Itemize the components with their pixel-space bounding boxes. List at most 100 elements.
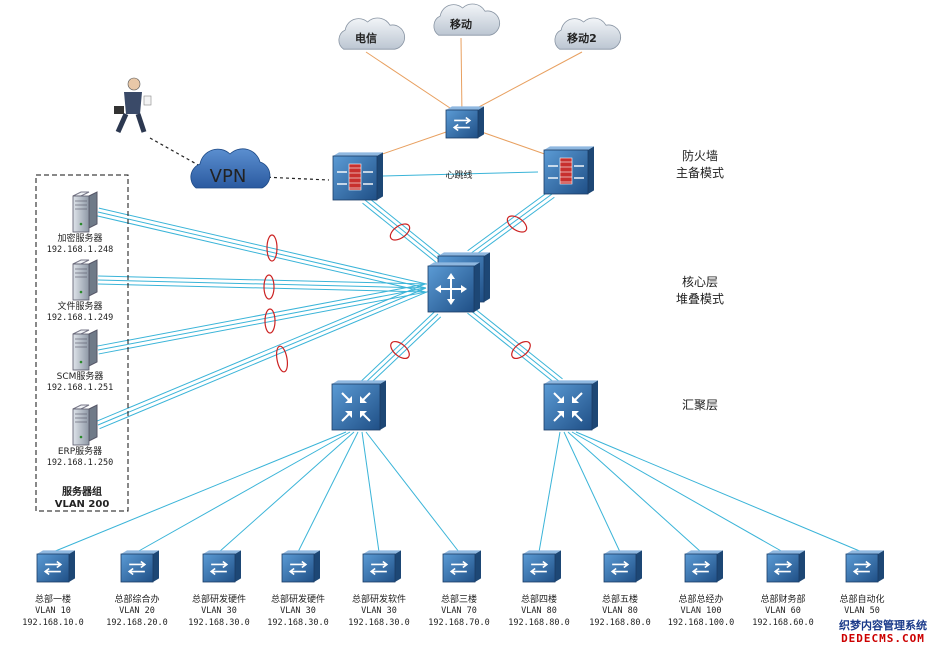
access-switch-vlan: VLAN 60	[765, 606, 801, 616]
access-switch-ip: 192.168.20.0	[106, 618, 167, 628]
access-link	[218, 431, 355, 553]
aggregation-switch-icon	[543, 380, 598, 431]
cloud-label: 电信	[355, 31, 377, 45]
access-switch-icon	[442, 550, 481, 583]
access-switch-vlan: VLAN 30	[280, 606, 316, 616]
access-switch-icon	[120, 550, 159, 583]
aggregation-switch-icon	[331, 380, 386, 431]
access-switch-ip: 192.168.70.0	[428, 618, 489, 628]
access-link	[52, 431, 347, 553]
server-group-box	[35, 174, 129, 512]
access-switch-name: 总部财务部	[760, 593, 805, 605]
heartbeat-link	[382, 171, 539, 177]
vpn-label: VPN	[210, 166, 247, 187]
access-switch-icon	[281, 550, 320, 583]
server-trunk	[96, 207, 428, 293]
firewall-primary-icon	[332, 152, 383, 201]
server-ip: 192.168.1.248	[47, 245, 114, 255]
access-switch-ip: 192.168.10.0	[22, 618, 83, 628]
access-switch-name: 总部综合办	[114, 593, 159, 605]
server-icon	[72, 404, 98, 446]
access-switch-vlan: VLAN 100	[681, 606, 722, 616]
server-icon	[72, 259, 98, 301]
access-link	[538, 431, 561, 553]
server-ip: 192.168.1.249	[47, 313, 114, 323]
access-switch-ip: 192.168.80.0	[508, 618, 569, 628]
server-group-title: 服务器组	[62, 485, 102, 498]
isp-link	[460, 37, 463, 117]
access-switch-icon	[603, 550, 642, 583]
server-icon	[72, 329, 98, 371]
access-switch-vlan: VLAN 80	[521, 606, 557, 616]
access-switch-name: 总部研发硬件	[271, 593, 325, 605]
lag-marker	[264, 308, 276, 334]
access-link	[361, 431, 380, 553]
access-switch-vlan: VLAN 50	[844, 606, 880, 616]
server-name: 文件服务器	[57, 300, 102, 312]
isp-switch-icon	[445, 106, 484, 139]
cloud-label: 移动	[450, 17, 472, 31]
access-link	[571, 431, 784, 553]
remote-user-icon	[114, 77, 152, 134]
isp-link	[461, 51, 583, 117]
access-switch-ip: 192.168.30.0	[188, 618, 249, 628]
access-switch-icon	[684, 550, 723, 583]
access-link	[297, 431, 359, 553]
access-switch-icon	[522, 550, 561, 583]
watermark: 织梦内容管理系统 DEDECMS.COM	[839, 619, 927, 645]
fw-core-trunk	[467, 190, 555, 258]
access-switch-vlan: VLAN 30	[201, 606, 237, 616]
access-switch-ip: 192.168.30.0	[348, 618, 409, 628]
access-switch-vlan: VLAN 70	[441, 606, 477, 616]
access-switch-vlan: VLAN 10	[35, 606, 71, 616]
lag-marker	[390, 340, 410, 360]
access-switch-vlan: VLAN 20	[119, 606, 155, 616]
access-link	[136, 431, 351, 553]
access-switch-name: 总部一楼	[35, 593, 71, 605]
access-link	[365, 431, 460, 553]
server-trunk	[97, 275, 427, 293]
server-trunk	[96, 283, 428, 430]
lag-marker	[263, 274, 275, 300]
aggregation-layer-label: 汇聚层	[681, 398, 718, 412]
user-vpn-link	[149, 137, 201, 167]
lag-marker	[511, 340, 531, 360]
server-name: SCM服务器	[57, 370, 104, 382]
server-icon	[72, 191, 98, 233]
core-switch-stack-icon	[427, 252, 490, 313]
access-switch-vlan: VLAN 80	[602, 606, 638, 616]
lag-marker	[275, 345, 289, 373]
firewall-backup-icon	[543, 146, 594, 195]
isp-link	[365, 51, 463, 117]
server-ip: 192.168.1.251	[47, 383, 114, 393]
access-switch-ip: 192.168.80.0	[589, 618, 650, 628]
access-switch-name: 总部研发软件	[352, 593, 406, 605]
access-switch-ip: 192.168.30.0	[267, 618, 328, 628]
vpn-cloud-icon	[190, 148, 271, 189]
cloud-icon	[338, 17, 406, 50]
access-link	[575, 431, 863, 553]
cloud-icon	[433, 3, 501, 36]
access-switch-name: 总部五楼	[602, 593, 638, 605]
access-switch-ip: 192.168.100.0	[668, 618, 735, 628]
vpn-link	[261, 176, 330, 181]
server-name: ERP服务器	[58, 445, 102, 457]
heartbeat-label: 心跳线	[445, 169, 472, 181]
server-trunk	[97, 283, 427, 355]
core-agg-trunk	[360, 310, 442, 388]
cloud-label: 移动2	[567, 31, 597, 45]
access-switch-icon	[202, 550, 241, 583]
access-switch-name: 总部自动化	[839, 593, 884, 605]
access-switch-name: 总部三楼	[441, 593, 477, 605]
server-group-vlan: VLAN 200	[55, 499, 110, 510]
core-layer-label: 核心层 堆叠模式	[675, 275, 724, 306]
fw-core-trunk	[362, 196, 445, 266]
access-switch-vlan: VLAN 30	[361, 606, 397, 616]
core-agg-trunk	[467, 306, 563, 386]
access-switch-name: 总部四楼	[521, 593, 557, 605]
cloud-icon	[554, 17, 622, 50]
lag-marker	[506, 215, 528, 233]
lag-marker	[266, 234, 278, 262]
access-switch-name: 总部总经办	[678, 593, 723, 605]
